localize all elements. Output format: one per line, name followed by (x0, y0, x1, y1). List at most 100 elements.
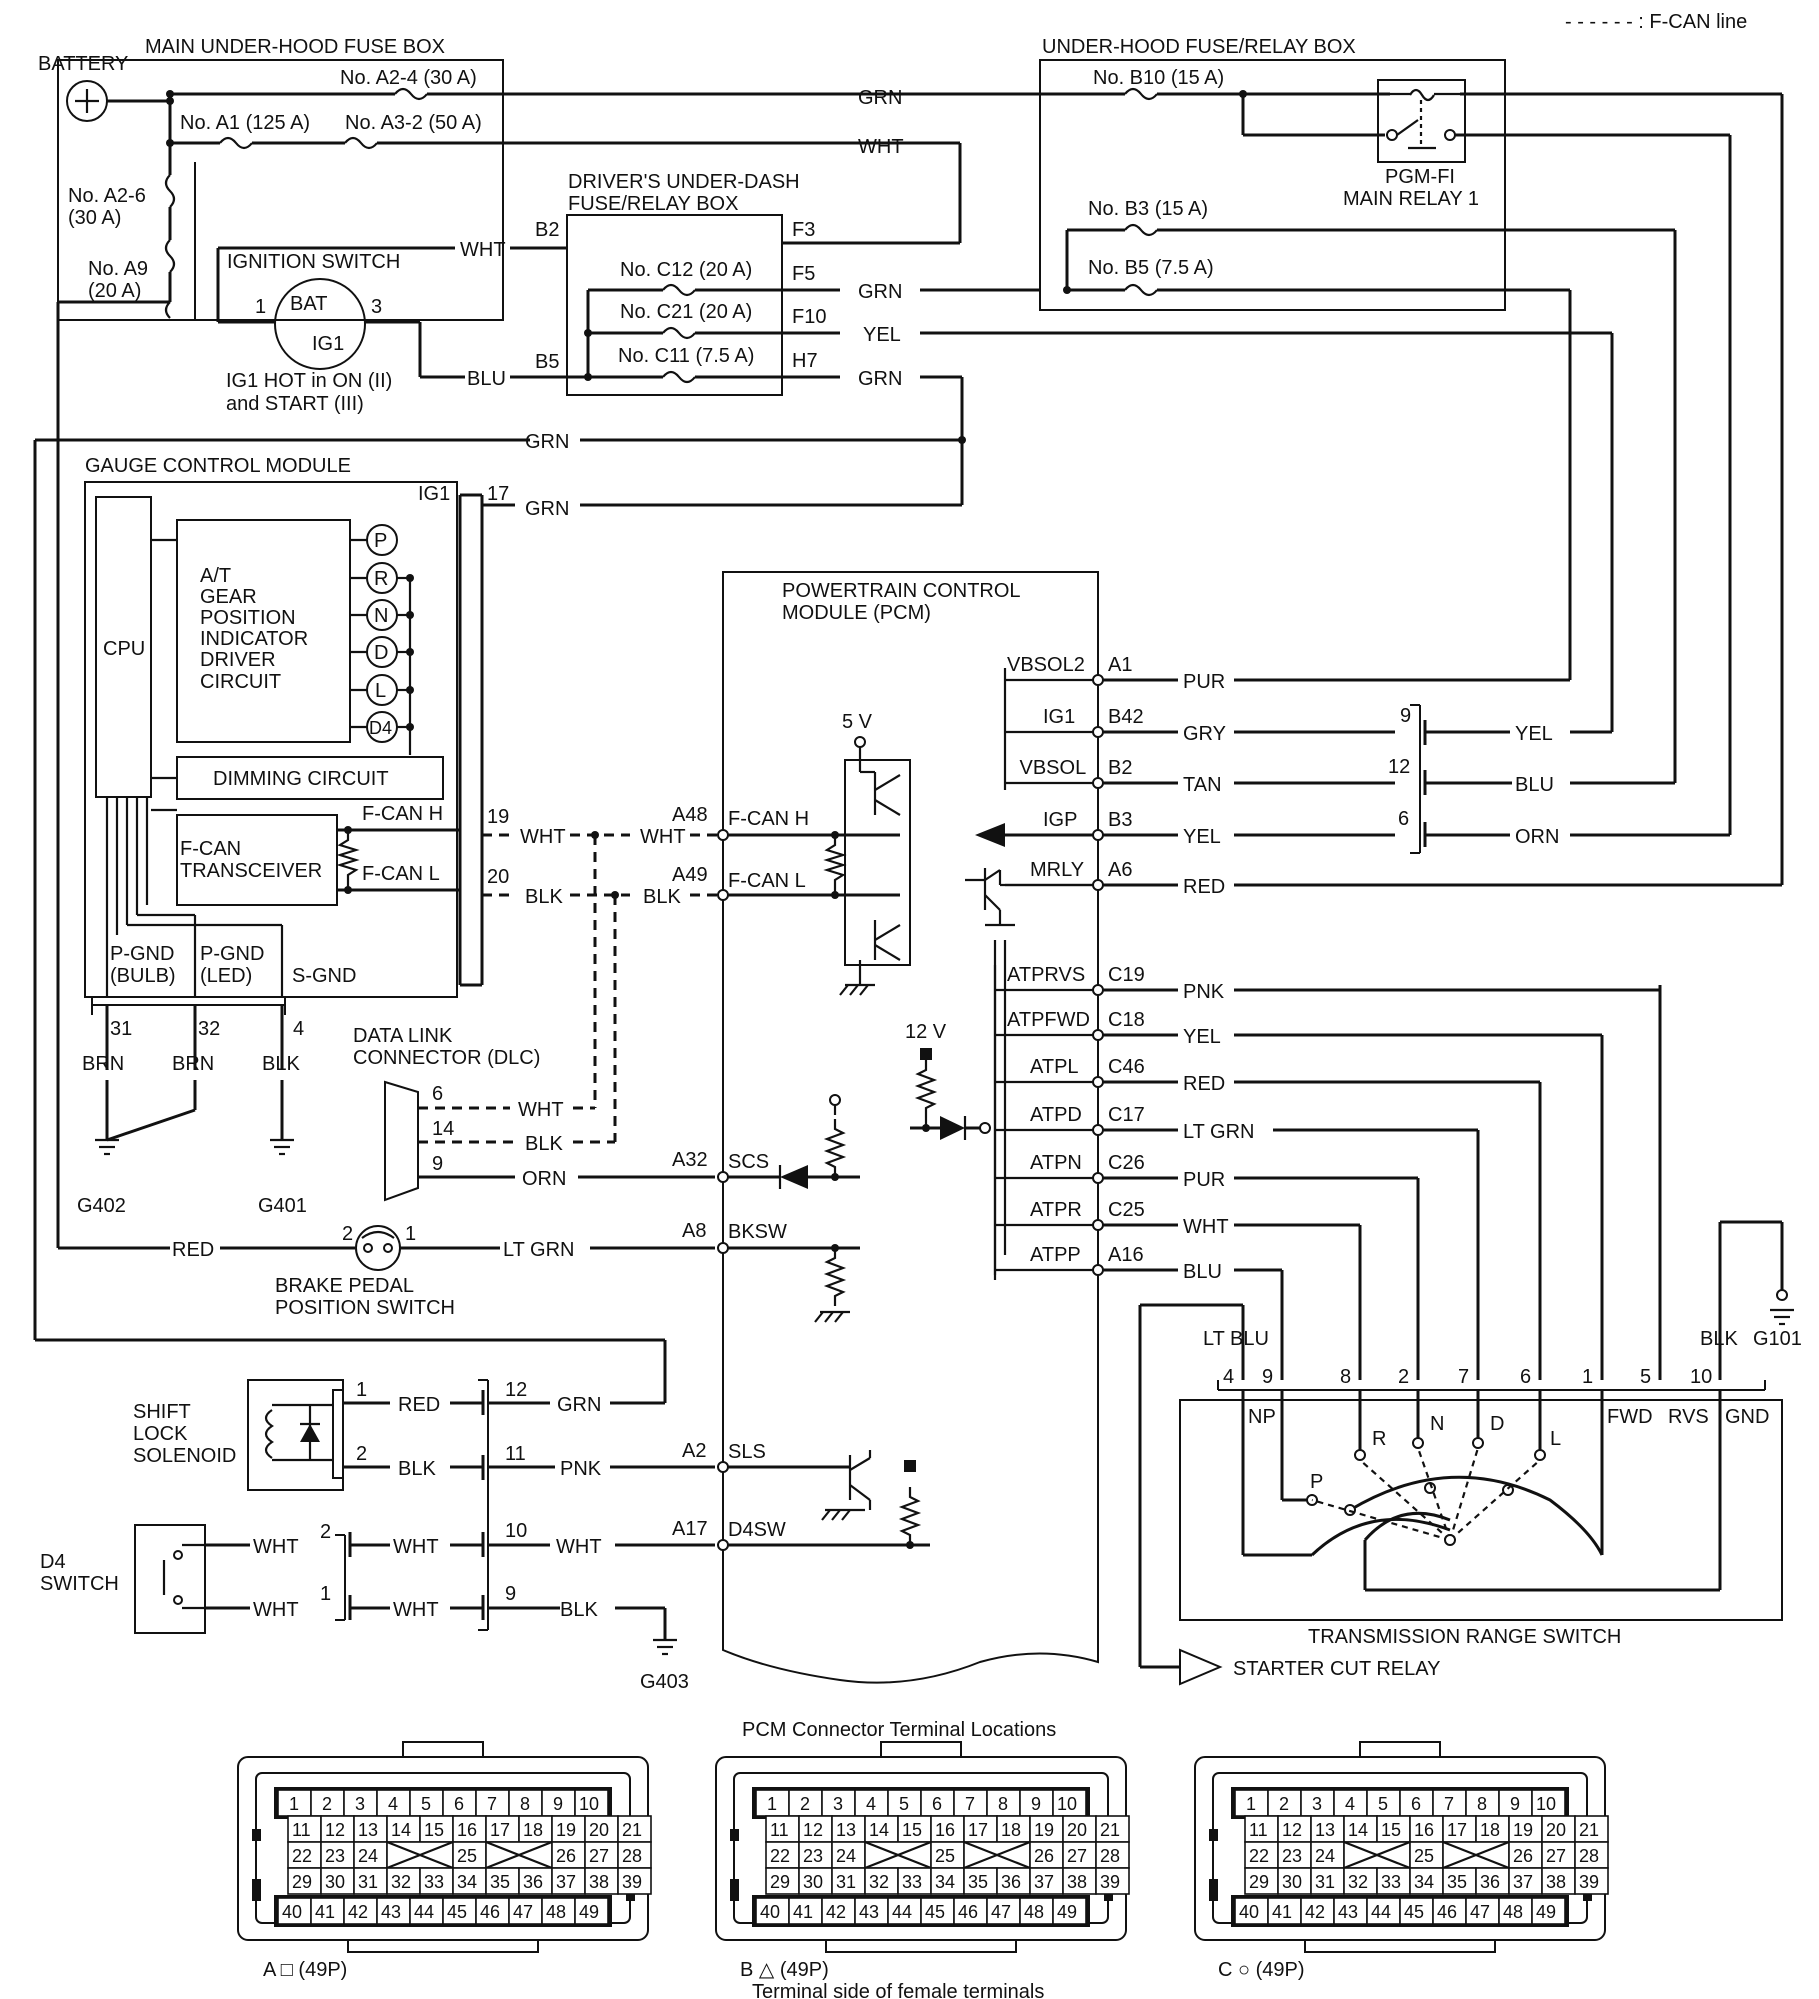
trs-pin-4: 4 (1223, 1366, 1234, 1388)
pin-cell: 2 (800, 1794, 810, 1814)
under-hood-relay-box-title: UNDER-HOOD FUSE/RELAY BOX (1042, 36, 1356, 58)
pin-cell: 21 (622, 1820, 642, 1840)
pcm-pin-a8: A8 (682, 1220, 706, 1242)
pin-cell: 33 (902, 1872, 922, 1892)
pin-cell: 44 (1371, 1902, 1391, 1922)
pin-cell: 39 (622, 1872, 642, 1892)
legend-can-line: - - - - - - : F-CAN line (1565, 11, 1747, 33)
pin-cell: 15 (902, 1820, 922, 1840)
wire-wht-d4-2: WHT (253, 1599, 299, 1621)
pcm-right-pins: A1VBSOL2PURB42IG1GRYB2VBSOLTANB3IGPYELA6… (993, 654, 1782, 1283)
pcm-sig-atpn: ATPN (1030, 1152, 1082, 1174)
pin-cell: 27 (1546, 1846, 1566, 1866)
battery-symbol (66, 80, 108, 122)
gcm-pin-4: 4 (293, 1018, 304, 1040)
pin-cell: 33 (424, 1872, 444, 1892)
pin-cell: 42 (348, 1902, 368, 1922)
lamp-l: L (375, 680, 386, 702)
pcm-outline (722, 571, 1099, 1684)
pcm-sig-atpfwd: ATPFWD (1007, 1009, 1090, 1031)
brake-label-2: POSITION SWITCH (275, 1297, 455, 1319)
pin-cell: 6 (1411, 1794, 1421, 1814)
gcm-fcanh: F-CAN H (362, 803, 443, 825)
pcm-pin-a17: A17 (672, 1518, 708, 1540)
ignition-title: IGNITION SWITCH (227, 251, 400, 273)
pcm-wire-2: TAN (1183, 774, 1222, 796)
wire-blk-canl: BLK (525, 886, 563, 908)
pin-cell: 14 (869, 1820, 889, 1840)
g101-label: G101 (1753, 1328, 1802, 1350)
dlc-pin-6: 6 (432, 1083, 443, 1105)
pin-cell: 49 (1057, 1902, 1077, 1922)
pcm-title-2: MODULE (PCM) (782, 602, 931, 624)
pin-cell: 27 (589, 1846, 609, 1866)
wire-grn-top: GRN (858, 87, 902, 109)
pin-cell: 39 (1100, 1872, 1120, 1892)
pcm-pin-a32: A32 (672, 1149, 708, 1171)
pcm-sig-d4sw: D4SW (728, 1519, 786, 1541)
xcvr-label-2: TRANSCEIVER (180, 860, 322, 882)
ignition-note-2: and START (III) (226, 393, 364, 415)
pcm-wire-10: WHT (1183, 1216, 1229, 1238)
pcm-sig-fcanh: F-CAN H (728, 808, 809, 830)
wire-ltblu-trs: LT BLU (1203, 1328, 1269, 1350)
dash-f10: F10 (792, 306, 826, 328)
mid-pin-9: 9 (505, 1583, 516, 1605)
trs-n: N (1430, 1413, 1444, 1435)
pin-cell: 46 (480, 1902, 500, 1922)
pin-cell: 16 (457, 1820, 477, 1840)
pcm-pin-a1: A1 (1108, 654, 1132, 676)
shift-lock-label-2: LOCK (133, 1423, 188, 1445)
pin-cell: 12 (1282, 1820, 1302, 1840)
wire-grn-gauge: GRN (525, 431, 569, 453)
dash-b2: B2 (535, 219, 559, 241)
gcm-pin-17: 17 (487, 483, 509, 505)
wire-orn-dlc: ORN (522, 1168, 566, 1190)
pin-cell: 23 (1282, 1846, 1302, 1866)
pin-cell: 24 (836, 1846, 856, 1866)
wire-blu-rc: BLU (1515, 774, 1554, 796)
pin-cell: 31 (358, 1872, 378, 1892)
pin-cell: 34 (457, 1872, 477, 1892)
pin-cell: 41 (793, 1902, 813, 1922)
pin-cell: 22 (1249, 1846, 1269, 1866)
pin-cell: 29 (770, 1872, 790, 1892)
driver-label-1: A/T (200, 565, 231, 587)
pin-cell: 16 (1414, 1820, 1434, 1840)
lamp-p: P (374, 530, 387, 552)
pin-cell: 2 (1279, 1794, 1289, 1814)
trs-pin-6: 6 (1520, 1366, 1531, 1388)
pin-cell: 47 (513, 1902, 533, 1922)
pin-cell: 10 (579, 1794, 599, 1814)
cpu-block (95, 496, 152, 798)
pcm-sig-atpp: ATPP (1030, 1244, 1081, 1266)
pin-cell: 5 (899, 1794, 909, 1814)
d4-pin-2: 2 (320, 1521, 331, 1543)
pin-cell: 12 (325, 1820, 345, 1840)
trs-l: L (1550, 1428, 1561, 1450)
mid-pin-11: 11 (505, 1443, 526, 1465)
pin-cell: 44 (892, 1902, 912, 1922)
pin-cell: 28 (1100, 1846, 1120, 1866)
pin-cell: 30 (1282, 1872, 1302, 1892)
pin-cell: 26 (1034, 1846, 1054, 1866)
fuse-b10-label: No. B10 (15 A) (1093, 67, 1224, 89)
gcm-pin-19: 19 (487, 806, 509, 828)
trs-np: NP (1248, 1406, 1276, 1428)
pin-cell: 6 (454, 1794, 464, 1814)
ground-g402 (95, 1138, 119, 1156)
fuse-a9-rating: (20 A) (88, 280, 141, 302)
conn-label-a: A □ (49P) (263, 1959, 347, 1981)
pin-cell: 21 (1579, 1820, 1599, 1840)
trs-r: R (1372, 1428, 1386, 1450)
fuse-c12-label: No. C12 (20 A) (620, 259, 752, 281)
starter-arrow (1179, 1648, 1223, 1686)
wire-grn-ig1: GRN (525, 498, 569, 520)
dlc-pin-14: 14 (432, 1118, 454, 1140)
wire-wht-d4: WHT (556, 1536, 602, 1558)
dash-fuse-box (566, 214, 783, 396)
pcm-pin-b42: B42 (1108, 706, 1144, 728)
d4-label-2: SWITCH (40, 1573, 119, 1595)
